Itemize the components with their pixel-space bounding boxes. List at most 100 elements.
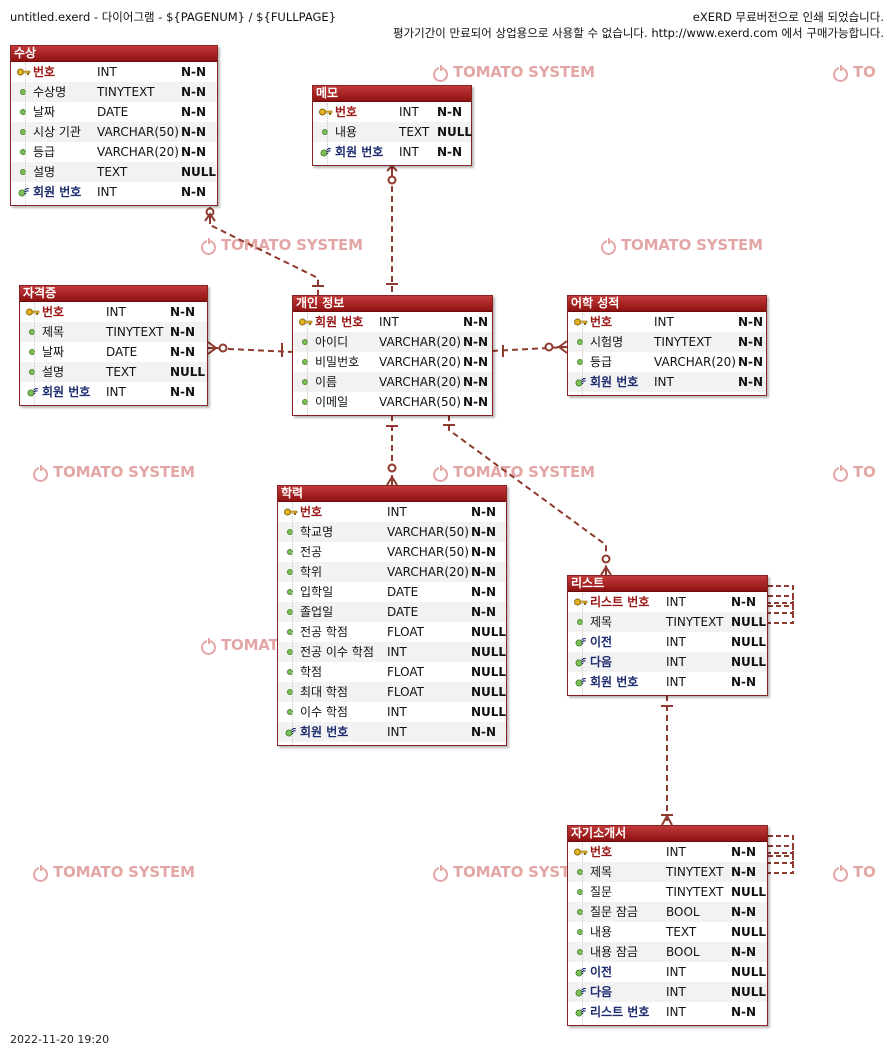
watermark-text: TO	[853, 463, 876, 481]
self-ref-list-next[interactable]	[768, 595, 794, 614]
column-type: FLOAT	[387, 665, 425, 679]
svg-text:F: F	[581, 987, 586, 996]
watermark: TO	[833, 63, 894, 82]
column-nullability: N-N	[181, 125, 207, 139]
column-nullability: N-N	[738, 355, 764, 369]
entity-title[interactable]: 자기소개서	[568, 826, 767, 842]
relation-award-personal[interactable]	[209, 207, 319, 296]
watermark: TO	[833, 863, 894, 882]
self-ref-intro-next[interactable]	[768, 845, 794, 864]
row-guide	[307, 313, 308, 415]
column-name: 다음	[590, 985, 613, 999]
column-nullability: N-N	[731, 905, 757, 919]
column-icon	[284, 702, 298, 722]
license-notice: eXERD 무료버전으로 인쇄 되었습니다. 평가기간이 만료되어 상업용으로 …	[393, 9, 884, 41]
self-ref-intro-2[interactable]	[768, 855, 794, 874]
column-name: 이수 학점	[300, 705, 348, 719]
column-icon	[299, 352, 313, 372]
entity-title[interactable]: 수상	[11, 46, 217, 62]
column-type: VARCHAR(50)	[97, 125, 179, 139]
entity-title[interactable]: 학력	[278, 486, 506, 502]
svg-text:F: F	[24, 187, 29, 196]
column-nullability: N-N	[731, 845, 757, 859]
column-type: INT	[97, 65, 117, 79]
watermark-text: TOMATO SYSTEM	[53, 863, 195, 881]
power-icon	[433, 864, 448, 882]
column-nullability: NULL	[731, 655, 767, 669]
self-ref-intro-prev[interactable]	[768, 835, 794, 854]
column-nullability: N-N	[471, 585, 497, 599]
entity-title[interactable]: 어학 성적	[568, 296, 766, 312]
column-icon	[574, 922, 588, 942]
entity-title[interactable]: 개인 정보	[293, 296, 492, 312]
column-name: 내용	[590, 925, 613, 939]
primary-key-icon	[574, 842, 588, 862]
entity-title[interactable]: 리스트	[568, 576, 767, 592]
self-ref-list-prev[interactable]	[768, 585, 794, 604]
self-ref-list-2[interactable]	[768, 605, 794, 624]
entity-title[interactable]: 자격증	[20, 286, 207, 302]
primary-key-icon	[299, 312, 313, 332]
relation-lang-personal[interactable]	[491, 346, 568, 352]
entity-title[interactable]: 메모	[313, 86, 471, 102]
